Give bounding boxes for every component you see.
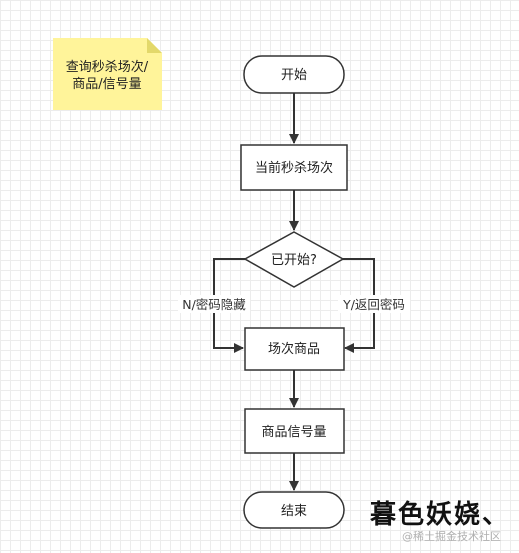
edge-label-no: N/密码隐藏 [182, 297, 246, 312]
node-product-semaphore: 商品信号量 [244, 408, 345, 454]
author-signature: 暮色妖娆、 [370, 499, 510, 530]
note-text-line-1: 查询秒杀场次/ [66, 59, 149, 75]
edge-label-yes: Y/返回密码 [342, 297, 405, 312]
node-session-products: 场次商品 [244, 327, 345, 371]
node-product-semaphore-label: 商品信号量 [261, 425, 326, 440]
node-decision-label: 已开始? [271, 253, 317, 268]
node-end: 结束 [243, 491, 345, 529]
node-decision: 已开始? [243, 231, 345, 288]
node-current-session-label: 当前秒杀场次 [255, 160, 333, 176]
node-current-session: 当前秒杀场次 [240, 144, 348, 191]
node-end-label: 结束 [281, 504, 307, 519]
note-text-line-2: 商品/信号量 [72, 77, 141, 92]
watermark: @稀土掘金技术社区 [402, 529, 501, 543]
sticky-note: 查询秒杀场次/ 商品/信号量 [53, 38, 162, 110]
node-start: 开始 [243, 55, 345, 94]
node-session-products-label: 场次商品 [268, 341, 320, 357]
node-start-label: 开始 [281, 68, 307, 83]
